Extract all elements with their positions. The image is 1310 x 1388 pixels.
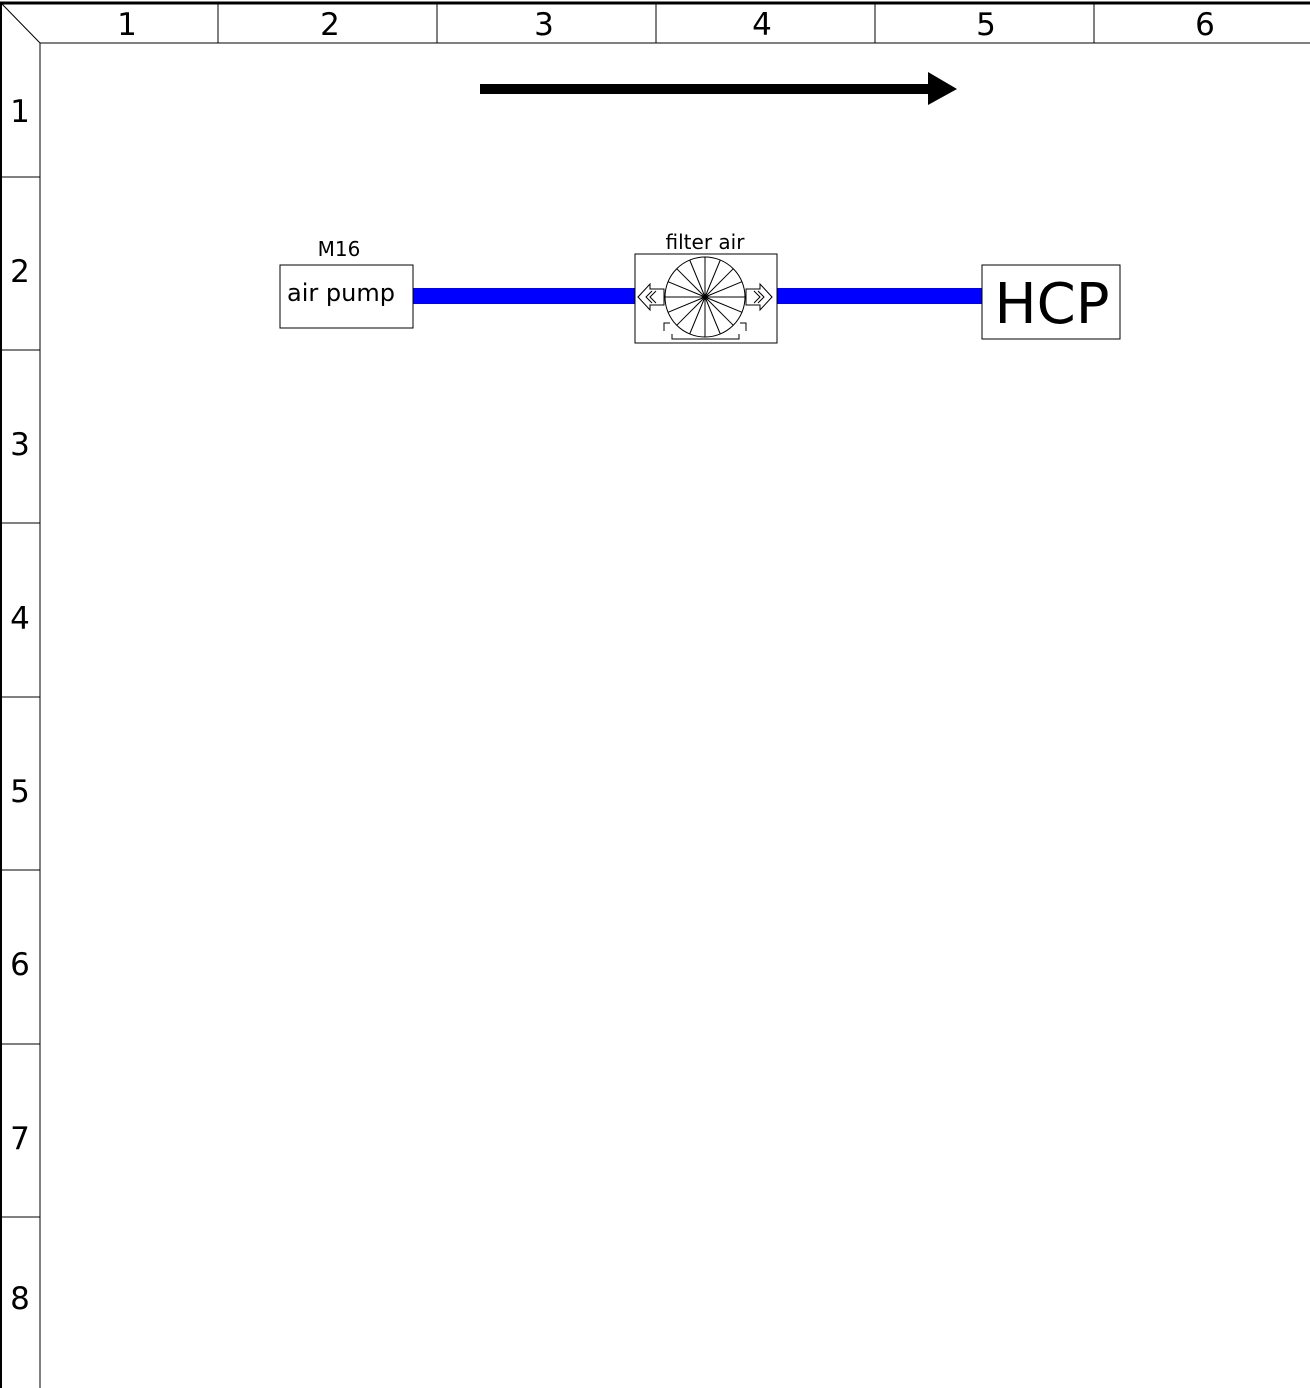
air-pump-component[interactable]: M16 air pump xyxy=(279,237,414,329)
right-arrow-icon xyxy=(480,72,957,105)
filter-spoke xyxy=(704,296,743,313)
air-filter-component[interactable]: filter air xyxy=(634,230,778,344)
row-ruler: 1 2 3 4 5 6 7 8 xyxy=(0,2,41,1388)
filter-spoke xyxy=(667,281,706,298)
pipe-pump-to-filter xyxy=(413,288,636,304)
air-pump-tag: M16 xyxy=(318,237,361,261)
row-label-8: 8 xyxy=(10,1281,30,1317)
ruler-corner-diagonal xyxy=(0,2,41,44)
row-label-4: 4 xyxy=(10,601,30,637)
filter-spoke xyxy=(676,268,706,298)
hcp-label: HCP xyxy=(995,272,1110,337)
row-label-2: 2 xyxy=(10,254,30,290)
row-label-6: 6 xyxy=(10,947,30,983)
filter-spoke xyxy=(689,296,706,335)
filter-spoke xyxy=(689,259,706,298)
air-filter-icon xyxy=(637,256,773,340)
column-label-2: 2 xyxy=(320,7,340,43)
filter-spoke xyxy=(667,296,706,313)
filter-spoke xyxy=(704,281,743,298)
row-label-1: 1 xyxy=(10,94,30,130)
filter-label: filter air xyxy=(666,230,746,254)
filter-spoke xyxy=(704,296,721,335)
column-label-6: 6 xyxy=(1195,7,1215,43)
pipe-filter-to-hcp xyxy=(777,288,982,304)
column-label-4: 4 xyxy=(752,7,772,43)
filter-spoke xyxy=(704,268,734,298)
filter-spoke xyxy=(704,259,721,298)
filter-spoke xyxy=(676,296,706,326)
air-pump-label: air pump xyxy=(287,279,395,307)
column-label-3: 3 xyxy=(534,7,554,43)
column-ruler: 1 2 3 4 5 6 xyxy=(0,1,1310,44)
row-label-7: 7 xyxy=(10,1121,30,1157)
row-label-3: 3 xyxy=(10,427,30,463)
column-label-5: 5 xyxy=(976,7,996,43)
filter-spoke xyxy=(704,296,734,326)
column-label-1: 1 xyxy=(117,7,137,43)
hcp-component[interactable]: HCP xyxy=(981,264,1121,340)
row-label-5: 5 xyxy=(10,774,30,810)
